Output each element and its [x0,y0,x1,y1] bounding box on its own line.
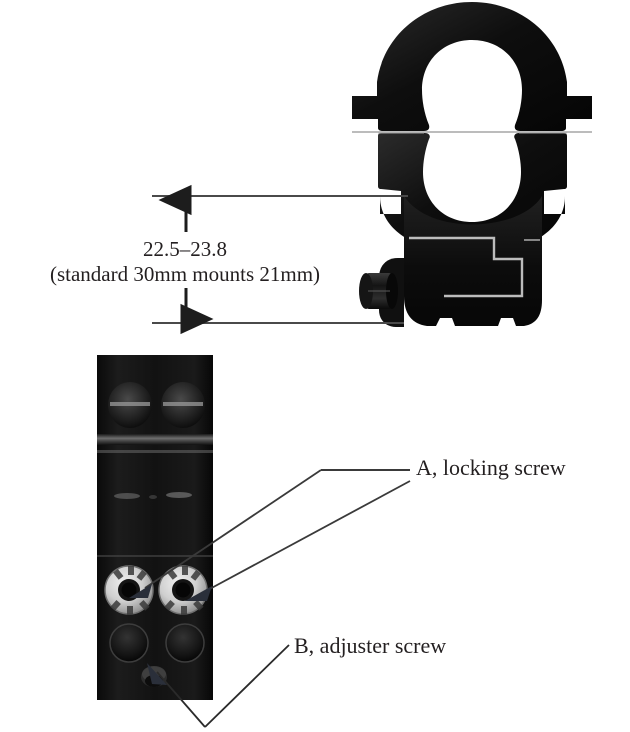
mount-base-detail-photo [97,355,213,700]
leader-a-line-right [205,480,411,592]
base-block-body [404,196,542,326]
ring-lower-half [378,133,567,250]
mount-base-detail-artwork [97,355,213,700]
callout-label-b: B, adjuster screw [294,633,447,658]
mount-base-block [379,196,542,327]
lower-recess-holes [109,623,205,663]
locking-screw-left [104,565,154,615]
ring-upper-half [352,2,592,131]
upper-dome-screws [108,382,205,428]
ridge-band [97,434,213,453]
callout-label-a: A, locking screw [416,455,566,480]
recoil-groove-line [409,236,524,298]
locking-screw-right [158,565,208,615]
base-seam-line [97,555,213,557]
dimension-value-text: 22.5–23.8 [143,237,227,261]
ring-body [352,2,592,250]
adjuster-screw-boss [141,666,167,687]
dimension-note-text: (standard 30mm mounts 21mm) [49,262,321,286]
leader-b-line-outer [204,644,290,728]
clamp-jaw [379,258,404,327]
